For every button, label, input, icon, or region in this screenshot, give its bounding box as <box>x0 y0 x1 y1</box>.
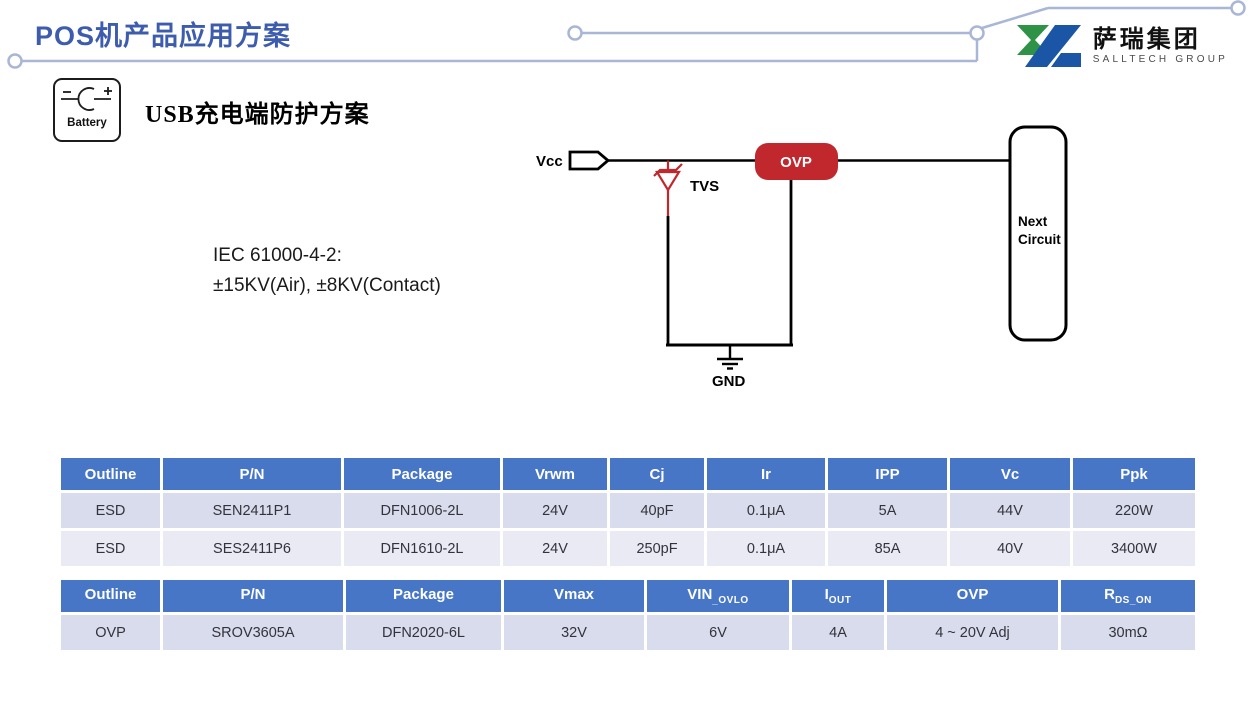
vcc-label: Vcc <box>536 153 563 170</box>
battery-icon-label: Battery <box>67 117 107 129</box>
decorative-circuit-lines <box>7 0 1246 69</box>
cell: 24V <box>503 493 607 528</box>
gnd-label: GND <box>712 373 746 390</box>
col-header: Ppk <box>1073 458 1195 490</box>
ground-icon <box>717 345 743 370</box>
col-header: IOUT <box>792 580 884 612</box>
col-header: P/N <box>163 458 341 490</box>
tvs-diode-icon <box>653 160 683 216</box>
col-header: Vrwm <box>503 458 607 490</box>
table-row: ESD SES2411P6 DFN1610-2L 24V 250pF 0.1μA… <box>61 531 1195 566</box>
logo-name-en: SALLTECH GROUP <box>1092 53 1228 65</box>
cell: SEN2411P1 <box>163 493 341 528</box>
cell: 40pF <box>610 493 704 528</box>
col-header: OVP <box>887 580 1058 612</box>
battery-icon: Battery <box>53 78 121 142</box>
cell: 3400W <box>1073 531 1195 566</box>
table-row: ESD SEN2411P1 DFN1006-2L 24V 40pF 0.1μA … <box>61 493 1195 528</box>
table-header-row: Outline P/N Package Vrwm Cj Ir IPP Vc Pp… <box>61 458 1195 490</box>
ovp-block <box>755 143 838 180</box>
col-header: Cj <box>610 458 704 490</box>
iec-line2: ±15KV(Air), ±8KV(Contact) <box>213 275 441 297</box>
cell: 85A <box>828 531 947 566</box>
ovp-label: OVP <box>780 154 812 171</box>
cell: ESD <box>61 531 160 566</box>
cell: 44V <box>950 493 1070 528</box>
cell: 5A <box>828 493 947 528</box>
cell: 32V <box>504 615 644 650</box>
col-header: VIN_OVLO <box>647 580 789 612</box>
page-title: POS机产品应用方案 <box>35 21 292 51</box>
next-circuit-label-line2: Circuit <box>1018 232 1061 247</box>
col-header: Ir <box>707 458 825 490</box>
table-header-row: Outline P/N Package Vmax VIN_OVLO IOUT O… <box>61 580 1195 612</box>
section-heading: USB充电端防护方案 <box>145 94 370 129</box>
cell: 6V <box>647 615 789 650</box>
col-header: Package <box>344 458 500 490</box>
battery-symbol-icon <box>61 87 112 111</box>
cell: 4 ~ 20V Adj <box>887 615 1058 650</box>
cell: 250pF <box>610 531 704 566</box>
iec-line1: IEC 61000-4-2: <box>213 245 342 266</box>
col-header: Outline <box>61 458 160 490</box>
col-header: IPP <box>828 458 947 490</box>
next-circuit-block <box>1008 125 1068 342</box>
cell: 0.1μA <box>707 493 825 528</box>
cell: 30mΩ <box>1061 615 1195 650</box>
next-circuit-label-line1: Next <box>1018 214 1048 229</box>
vcc-port-icon <box>568 150 611 171</box>
iec-standard-note: IEC 61000-4-2: ±15KV(Air), ±8KV(Contact) <box>213 241 441 302</box>
cell: 24V <box>503 531 607 566</box>
company-logo: 萨瑞集团 SALLTECH GROUP <box>1015 22 1228 70</box>
col-header: RDS_ON <box>1061 580 1195 612</box>
cell: SROV3605A <box>163 615 343 650</box>
section-heading-cn: 充电端防护方案 <box>194 102 370 128</box>
cell: 220W <box>1073 493 1195 528</box>
tvs-label: TVS <box>690 178 719 195</box>
cell: 40V <box>950 531 1070 566</box>
cell: DFN2020-6L <box>346 615 501 650</box>
table-row: OVP SROV3605A DFN2020-6L 32V 6V 4A 4 ~ 2… <box>61 615 1195 650</box>
col-header: Vc <box>950 458 1070 490</box>
cell: 0.1μA <box>707 531 825 566</box>
cell: DFN1610-2L <box>344 531 500 566</box>
col-header: Outline <box>61 580 160 612</box>
salltech-logo-icon <box>1016 25 1081 67</box>
col-header: Package <box>346 580 501 612</box>
ovp-spec-table: Outline P/N Package Vmax VIN_OVLO IOUT O… <box>58 577 1198 653</box>
cell: OVP <box>61 615 160 650</box>
col-header: P/N <box>163 580 343 612</box>
col-header: Vmax <box>504 580 644 612</box>
cell: DFN1006-2L <box>344 493 500 528</box>
logo-name-cn: 萨瑞集团 <box>1092 25 1201 53</box>
esd-spec-table: Outline P/N Package Vrwm Cj Ir IPP Vc Pp… <box>58 455 1198 569</box>
cell: SES2411P6 <box>163 531 341 566</box>
cell: 4A <box>792 615 884 650</box>
cell: ESD <box>61 493 160 528</box>
circuit-diagram: Vcc OVP TVS GND Next Circuit <box>536 125 1068 390</box>
section-heading-prefix: USB <box>145 102 195 128</box>
